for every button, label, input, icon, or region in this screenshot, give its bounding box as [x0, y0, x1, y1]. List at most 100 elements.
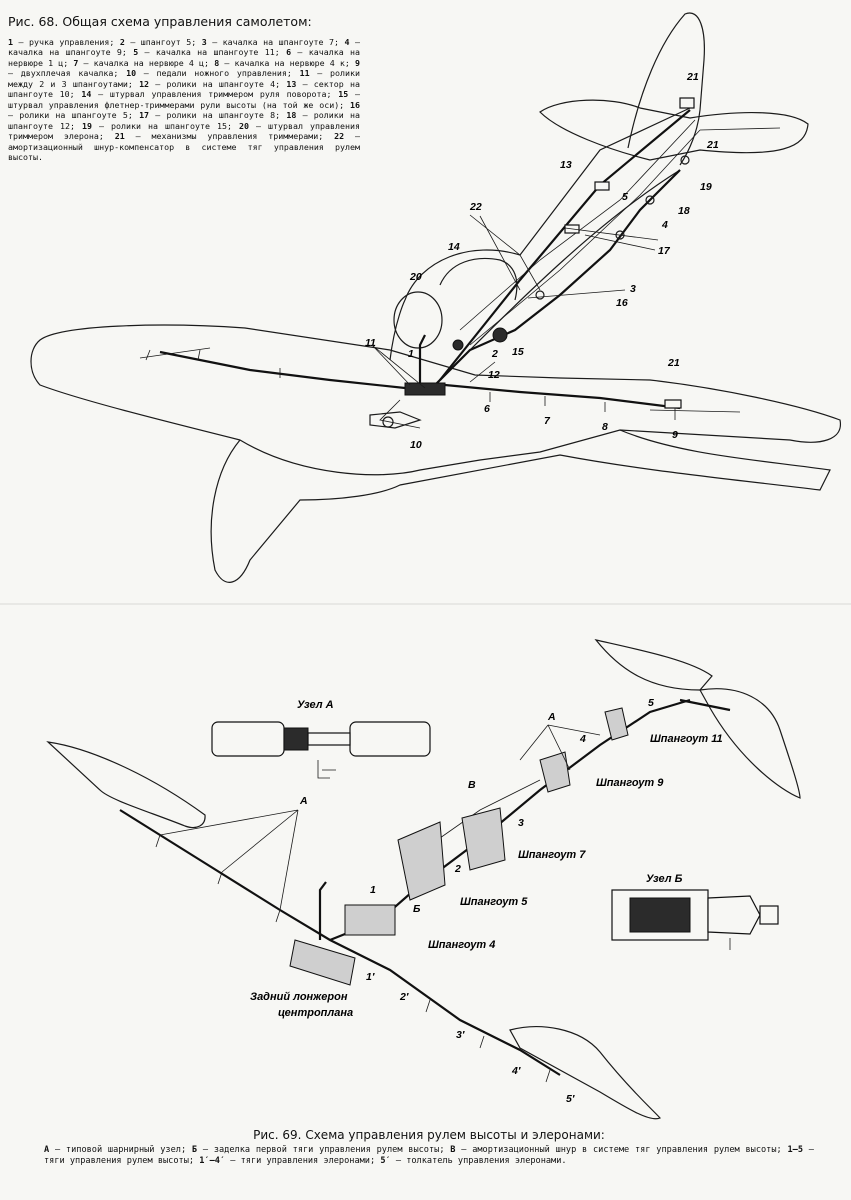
- callout-14: 14: [448, 241, 460, 253]
- callout-4: 4: [661, 219, 668, 231]
- fig69-legend: А — типовой шарнирный узел; Б — заделка …: [44, 1145, 814, 1166]
- trim-wheel-15: [492, 327, 508, 343]
- bungee-v: [429, 779, 541, 846]
- elevator-hinge-line: [699, 127, 781, 131]
- rudder-cable: [439, 109, 691, 381]
- bulkhead-5: [397, 821, 446, 901]
- callout-15: 15: [512, 346, 524, 358]
- trim-cable-2: [469, 129, 701, 346]
- fig68-legend-item: 5 — качалка на шпангоуте 11;: [133, 47, 287, 58]
- uzel-a-label: Узел А: [297, 699, 334, 711]
- fig69-stick: [318, 881, 327, 940]
- trim-mechanism-21-tail: [679, 97, 695, 109]
- fig68-legend-item: 12 — ролики на шпангоуте 4;: [139, 78, 287, 89]
- callout-19: 19: [700, 181, 712, 193]
- right-aileron-line: [649, 409, 741, 413]
- bulkhead-11: [604, 707, 629, 741]
- horizontal-stabilizer: [539, 99, 809, 161]
- label-shp5: Шпангоут 5: [460, 896, 528, 908]
- callout-1: 1: [408, 348, 414, 360]
- node-a-bracket: [317, 760, 336, 779]
- fig69-label: Рис. 69.: [253, 1128, 302, 1142]
- callout-21-wing: 21: [667, 357, 680, 369]
- node-b-detail: Узел Б: [611, 873, 779, 950]
- aileron-rod-right: [444, 383, 681, 410]
- callout-a-1: А: [299, 795, 308, 807]
- callout-5p: 5′: [566, 1093, 575, 1105]
- uzel-b-label: Узел Б: [646, 873, 683, 885]
- vertical-fin: [627, 12, 705, 166]
- callout-3: 3: [518, 817, 524, 829]
- fig69-caption: Рис. 69. Схема управления рулем высоты и…: [44, 1128, 814, 1166]
- fig68-legend-key: 8: [214, 57, 220, 68]
- fig69-callouts: А А Б В 1 2 3 4 5 1′ 2′ 3′ 4′ 5′: [159, 697, 654, 1105]
- pulley-17: [615, 230, 625, 240]
- callout-10: 10: [410, 439, 422, 451]
- node-b-spring: [629, 897, 691, 933]
- pedal-pivot: [382, 416, 394, 428]
- callout-2p: 2′: [399, 991, 409, 1003]
- pulley-16: [535, 290, 545, 300]
- fig68-legend-key: 1: [8, 37, 13, 47]
- fig68-legend-key: 22: [334, 131, 345, 142]
- left-aileron-line: [139, 347, 211, 359]
- callout-6: 6: [484, 403, 490, 415]
- callout-1: 1: [370, 884, 376, 896]
- label-spar-line1: Задний лонжерон: [250, 991, 348, 1003]
- callout-21-tail: 21: [686, 71, 699, 83]
- node-a-eye: [307, 732, 351, 746]
- fig68-legend: 1 — ручка управления; 2 — шпангоут 5; 3 …: [8, 37, 360, 162]
- label-shp11: Шпангоут 11: [650, 733, 723, 745]
- callout-5: 5: [622, 191, 628, 203]
- fig68-legend-key: 13: [286, 78, 297, 89]
- pedals: [369, 411, 422, 429]
- pedal-linkage: [379, 399, 421, 429]
- fig69-legend-key: А: [44, 1145, 50, 1155]
- canopy: [439, 257, 518, 301]
- callout-4p: 4′: [511, 1065, 521, 1077]
- callout-21-tail-2: 21: [706, 139, 719, 151]
- fig68-legend-key: 5: [133, 47, 139, 58]
- trim-mechanism-21-wing: [664, 399, 682, 409]
- fig69-legend-item: 1—5 — тяги управления рулем высоты;: [44, 1145, 814, 1166]
- aileron-rod-line: [119, 809, 561, 1076]
- fig68-legend-item: 18 — ролики на шпангоуте 12;: [8, 110, 360, 131]
- fig68-legend-item: 15 — штурвал управления флетнер-триммера…: [8, 89, 360, 110]
- fig68-legend-key: 3: [201, 37, 207, 47]
- elevator-left-half: [594, 639, 713, 691]
- fig68-legend-item: 14 — штурвал управления триммером руля п…: [81, 89, 339, 100]
- fig68-legend-item: 19 — ролики на шпангоуте 15;: [81, 120, 240, 131]
- callout-v: В: [468, 779, 476, 791]
- fig69-legend-item: 1′—4′ — тяги управления элеронами;: [199, 1155, 381, 1166]
- fig68-label: Рис. 68.: [8, 14, 59, 29]
- fig68-legend-key: 21: [114, 131, 125, 142]
- fig69-legend-item: А — типовой шарнирный узел;: [44, 1145, 192, 1155]
- callout-11: 11: [365, 337, 376, 349]
- callout-8: 8: [602, 421, 608, 433]
- callout-3p: 3′: [456, 1029, 465, 1041]
- fig68-legend-item: 2 — шпангоут 5;: [119, 37, 202, 47]
- left-wing-rockers: [145, 349, 281, 378]
- main-wing: [30, 324, 841, 476]
- fig68-legend-item: 10 — педали ножного управления;: [126, 68, 300, 79]
- stick-base: [404, 382, 446, 396]
- fig69-legend-key: 5′: [380, 1155, 391, 1166]
- bulkhead-7: [461, 807, 506, 871]
- fig68-legend-key: 15: [338, 89, 349, 100]
- callout-13: 13: [560, 159, 572, 171]
- fig68-legend-item: 4 — качалка на шпангоуте 9;: [8, 37, 360, 58]
- callout-18: 18: [678, 205, 690, 217]
- fig68-legend-item: 17 — ролики на шпангоуте 8;: [139, 110, 287, 121]
- fig69-legend-key: В: [450, 1145, 456, 1155]
- fig68-legend-item: 13 — сектор на шпангоуте 10;: [8, 78, 360, 100]
- callout-22: 22: [469, 201, 482, 213]
- fig68-legend-key: 7: [73, 57, 79, 68]
- aileron-rockers: [155, 834, 551, 1083]
- fig69-legend-item: Б — заделка первой тяги управления рулем…: [191, 1145, 451, 1155]
- label-shp7: Шпангоут 7: [518, 849, 586, 861]
- callout-a-2: А: [547, 711, 556, 723]
- fig69-legend-key: 1—5: [787, 1145, 804, 1155]
- node-a-tube-right: [349, 721, 431, 757]
- rocker-5: [594, 181, 610, 191]
